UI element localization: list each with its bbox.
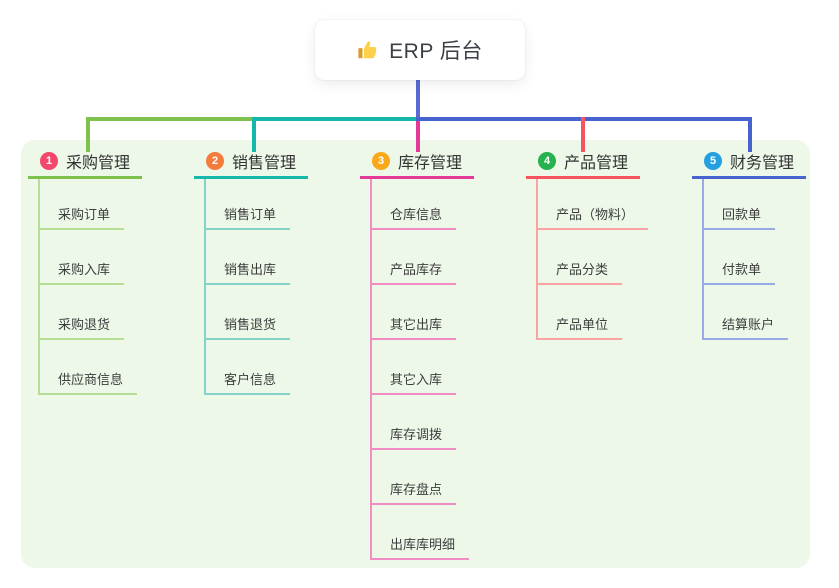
branch-child-connector: [204, 179, 206, 395]
branch-title-purchase[interactable]: 1 采购管理: [28, 152, 143, 179]
branch-number-badge: 3: [372, 152, 390, 170]
node-purchase-inbound[interactable]: 采购入库: [38, 261, 125, 285]
node-sales-order[interactable]: 销售订单: [204, 206, 291, 230]
thumbs-up-icon: [357, 39, 379, 61]
branch-child-connector: [536, 179, 538, 340]
connector-bus-teal: [252, 117, 420, 121]
branch-child-connector: [370, 179, 372, 560]
node-purchase-order[interactable]: 采购订单: [38, 206, 125, 230]
node-payment-bill[interactable]: 付款单: [702, 261, 776, 285]
branch-title-label: 采购管理: [66, 155, 131, 172]
root-node[interactable]: ERP 后台: [315, 20, 525, 80]
node-sales-return[interactable]: 销售退货: [204, 316, 291, 340]
branch-number-badge: 1: [40, 152, 58, 170]
branch-product: 4 产品管理 产品（物料） 产品分类 产品单位: [526, 151, 692, 340]
node-customer-info[interactable]: 客户信息: [204, 371, 291, 395]
connector-drop-purchase: [86, 117, 90, 152]
node-product-stock[interactable]: 产品库存: [370, 261, 457, 285]
branch-title-inventory[interactable]: 3 库存管理: [360, 152, 475, 179]
branch-title-finance[interactable]: 5 财务管理: [692, 152, 807, 179]
branch-sales: 2 销售管理 销售订单 销售出库 销售退货 客户信息: [194, 151, 360, 395]
branch-child-connector: [702, 179, 704, 340]
branch-title-sales[interactable]: 2 销售管理: [194, 152, 309, 179]
node-product-material[interactable]: 产品（物料）: [536, 206, 649, 230]
root-label: ERP 后台: [389, 40, 483, 63]
node-supplier-info[interactable]: 供应商信息: [38, 371, 138, 395]
branch-title-label: 财务管理: [730, 155, 795, 172]
branch-title-label: 产品管理: [564, 155, 629, 172]
node-other-outbound[interactable]: 其它出库: [370, 316, 457, 340]
branch-title-product[interactable]: 4 产品管理: [526, 152, 641, 179]
node-outbound-detail[interactable]: 出库库明细: [370, 536, 470, 560]
branch-number-badge: 4: [538, 152, 556, 170]
branch-number-badge: 2: [206, 152, 224, 170]
node-settlement-account[interactable]: 结算账户: [702, 316, 789, 340]
branch-purchase: 1 采购管理 采购订单 采购入库 采购退货 供应商信息: [28, 151, 194, 395]
node-warehouse-info[interactable]: 仓库信息: [370, 206, 457, 230]
node-other-inbound[interactable]: 其它入库: [370, 371, 457, 395]
background-panel: [21, 140, 810, 568]
connector-drop-product: [581, 117, 585, 152]
branch-inventory: 3 库存管理 仓库信息 产品库存 其它出库 其它入库 库存调拨 库存盘点 出库库…: [360, 151, 526, 560]
node-stock-transfer[interactable]: 库存调拨: [370, 426, 457, 450]
connector-bus-green: [86, 117, 256, 121]
connector-root: [416, 80, 420, 121]
node-product-unit[interactable]: 产品单位: [536, 316, 623, 340]
connector-drop-sales: [252, 117, 256, 152]
node-receipt-bill[interactable]: 回款单: [702, 206, 776, 230]
connector-drop-finance: [748, 117, 752, 152]
branch-number-badge: 5: [704, 152, 722, 170]
node-stock-check[interactable]: 库存盘点: [370, 481, 457, 505]
branch-finance: 5 财务管理 回款单 付款单 结算账户: [692, 151, 839, 340]
node-product-category[interactable]: 产品分类: [536, 261, 623, 285]
branch-child-connector: [38, 179, 40, 395]
branch-title-label: 库存管理: [398, 155, 463, 172]
node-sales-outbound[interactable]: 销售出库: [204, 261, 291, 285]
connector-drop-inventory: [416, 121, 420, 152]
branch-title-label: 销售管理: [232, 155, 297, 172]
node-purchase-return[interactable]: 采购退货: [38, 316, 125, 340]
